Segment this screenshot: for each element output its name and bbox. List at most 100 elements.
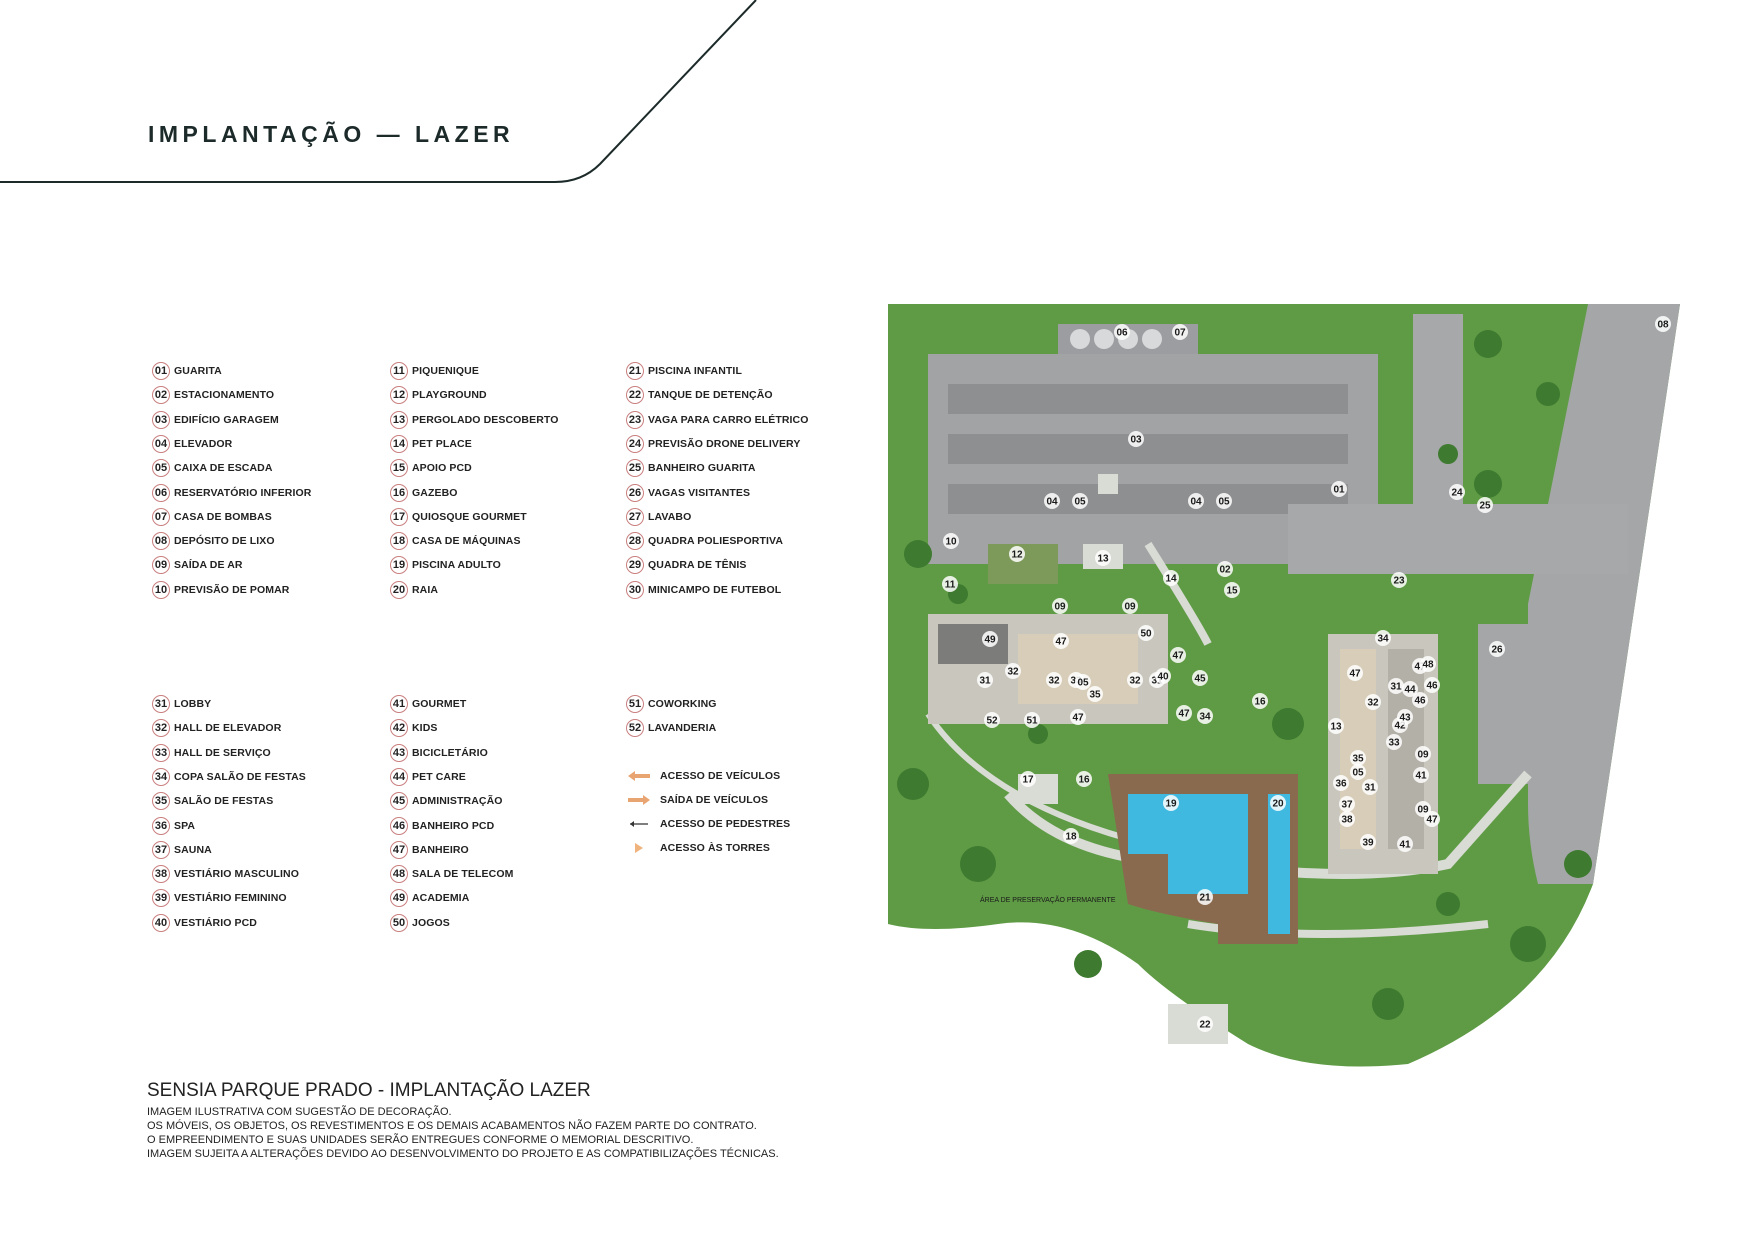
legend-label: QUIOSQUE GOURMET xyxy=(412,510,527,523)
map-label: 52 xyxy=(986,716,998,727)
legend-number: 23 xyxy=(626,410,644,429)
map-label: 34 xyxy=(1377,634,1389,645)
legend-label: SAÍDA DE AR xyxy=(174,559,243,572)
map-label: 05 xyxy=(1074,497,1086,508)
legend-label: CASA DE BOMBAS xyxy=(174,510,272,523)
map-label-badge xyxy=(1449,484,1465,500)
legend-item: 37 SAUNA xyxy=(152,840,212,860)
map-label-badge xyxy=(1350,750,1366,766)
map-label-badge xyxy=(1365,694,1381,710)
map-label: 04 xyxy=(1046,497,1058,508)
map-label-badge xyxy=(1489,641,1505,657)
legend-number: 24 xyxy=(626,434,644,453)
map-label-badge xyxy=(1197,708,1213,724)
map-label: 05 xyxy=(1077,678,1089,689)
legend-label: SPA xyxy=(174,819,196,832)
map-label-badge xyxy=(1252,693,1268,709)
legend-label: COPA SALÃO DE FESTAS xyxy=(174,770,306,783)
vehicle-access-arrow-icon xyxy=(626,769,652,783)
map-label-badge xyxy=(1360,834,1376,850)
legend-number: 13 xyxy=(390,410,408,429)
legend-label: VESTIÁRIO PCD xyxy=(174,916,257,929)
legend-number: 17 xyxy=(390,507,408,526)
map-label-badge xyxy=(1163,570,1179,586)
map-label-badge xyxy=(1424,677,1440,693)
legend-label: ACADEMIA xyxy=(412,892,470,905)
symbol-item: SAÍDA DE VEÍCULOS xyxy=(626,790,768,810)
map-label-badge xyxy=(1127,672,1143,688)
legend-label: VAGA PARA CARRO ELÉTRICO xyxy=(648,413,809,426)
map-label-badge xyxy=(1087,686,1103,702)
legend-label: EDIFÍCIO GARAGEM xyxy=(174,413,279,426)
map-label-badge xyxy=(1053,633,1069,649)
map-label: 32 xyxy=(1048,676,1060,687)
legend-number: 12 xyxy=(390,386,408,405)
map-label: 20 xyxy=(1272,799,1284,810)
map-label: 36 xyxy=(1335,779,1347,790)
map-label-badge xyxy=(1076,771,1092,787)
map-label: 23 xyxy=(1393,576,1405,587)
map-label-badge xyxy=(1063,828,1079,844)
map-label-badge xyxy=(1328,718,1344,734)
legend-number: 46 xyxy=(390,816,408,835)
map-label: 43 xyxy=(1399,713,1411,724)
map-label: 32 xyxy=(1367,698,1379,709)
preservation-area-note: ÁREA DE PRESERVAÇÃO PERMANENTE xyxy=(980,895,1116,904)
legend-label: MINICAMPO DE FUTEBOL xyxy=(648,583,782,596)
legend-label: CAIXA DE ESCADA xyxy=(174,462,273,475)
symbol-label: ACESSO DE PEDESTRES xyxy=(660,818,791,830)
map-label: 07 xyxy=(1174,328,1186,339)
legend-number: 44 xyxy=(390,767,408,786)
map-label: 34 xyxy=(1199,712,1211,723)
map-label: 50 xyxy=(1140,629,1152,640)
legend-number: 29 xyxy=(626,556,644,575)
vehicle-exit-arrow-icon xyxy=(626,793,652,807)
legend-label: PET PLACE xyxy=(412,437,472,450)
map-label: 17 xyxy=(1022,775,1034,786)
map-label-badge xyxy=(1046,672,1062,688)
map-label: 15 xyxy=(1226,586,1238,597)
symbol-item: ACESSO DE PEDESTRES xyxy=(626,814,790,834)
symbol-item: ACESSO DE VEÍCULOS xyxy=(626,766,780,786)
map-label: 47 xyxy=(1414,662,1426,673)
legend-number: 43 xyxy=(390,743,408,762)
legend-label: QUADRA DE TÊNIS xyxy=(648,559,747,572)
legend-number: 08 xyxy=(152,532,170,551)
legend-number: 18 xyxy=(390,532,408,551)
header-frame-line xyxy=(0,0,757,183)
map-label: 09 xyxy=(1124,602,1136,613)
legend-label: GAZEBO xyxy=(412,486,458,499)
map-label: 08 xyxy=(1657,320,1669,331)
legend-label: SALA DE TELECOM xyxy=(412,868,514,881)
map-label-badge xyxy=(1044,493,1060,509)
legend-number: 27 xyxy=(626,507,644,526)
map-label-badge xyxy=(1176,705,1192,721)
map-label-badge xyxy=(1024,712,1040,728)
legend-label: BANHEIRO PCD xyxy=(412,819,495,832)
map-label: 31 xyxy=(979,676,991,687)
tower-access-triangle-icon xyxy=(626,841,652,855)
legend-number: 42 xyxy=(390,719,408,738)
legend-label: ELEVADOR xyxy=(174,437,233,450)
legend-number: 50 xyxy=(390,913,408,932)
map-label-badge xyxy=(1217,561,1233,577)
map-label-badge xyxy=(1216,493,1232,509)
legend-number: 51 xyxy=(626,695,644,713)
legend-number: 37 xyxy=(152,840,170,859)
map-label: 41 xyxy=(1399,840,1411,851)
legend-label: SAUNA xyxy=(174,843,212,856)
